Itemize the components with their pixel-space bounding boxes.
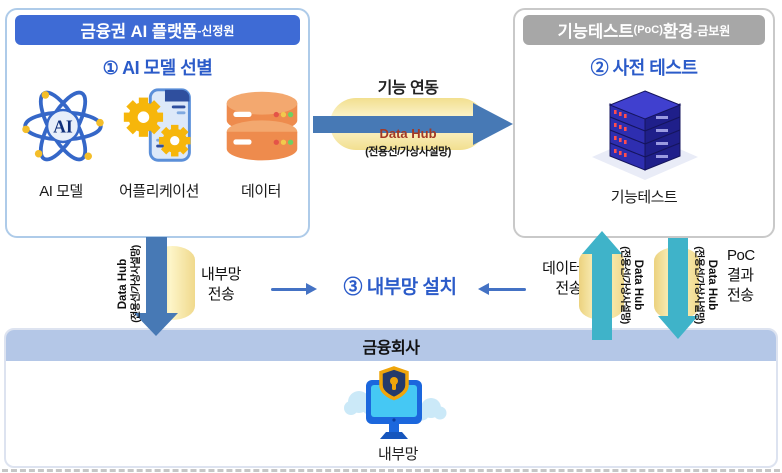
- server-label: 기능테스트: [610, 189, 678, 206]
- internal-network-label: 내부망: [378, 446, 418, 463]
- poc-header-org: -금보원: [693, 23, 731, 38]
- internal-network-icon: [339, 364, 449, 444]
- financial-company-box: 금융회사 내부망: [4, 328, 778, 468]
- data-transfer-label: 데이터 전송: [542, 260, 582, 297]
- page-bottom-dashed-divider: [2, 469, 780, 472]
- financial-company-label: 금융회사: [362, 339, 420, 357]
- arrow-to-step3-left-head: [306, 283, 317, 295]
- server-stack-icon: [589, 76, 701, 184]
- arrow-to-step3-right: [488, 288, 526, 291]
- ai-platform-header-title: 금융권 AI 플랫폼: [80, 23, 198, 41]
- arrow-to-step3-right-head: [478, 283, 489, 295]
- application-label: 어플리케이션: [119, 183, 199, 200]
- step3-title: ③ 내부망 설치: [343, 277, 457, 298]
- database-icon: [219, 86, 305, 168]
- poc-environment-header: 기능테스트(PoC)환경-금보원: [523, 15, 765, 45]
- arrow-company-to-poc: [592, 252, 612, 340]
- arrow-platform-to-poc: [313, 116, 475, 133]
- arrow-poc-to-company: [668, 238, 688, 318]
- data-hub-name: Data Hub: [379, 126, 437, 141]
- data-hub-label-left: Data Hub (전용선/가상사설망): [117, 228, 149, 340]
- data-hub-subtitle: (전용선/가상사설망): [693, 246, 705, 324]
- ai-platform-header-org: -신정원: [197, 23, 235, 38]
- poc-header-env: 환경: [662, 23, 694, 41]
- application-icon: [119, 82, 207, 170]
- data-hub-label-down: Data Hub (전용선/가상사설망): [686, 229, 718, 341]
- internal-transfer-label: 내부망 전송: [201, 266, 241, 303]
- arrow-company-to-poc-head: [582, 231, 622, 254]
- database-label: 데이터: [241, 183, 281, 200]
- data-hub-subtitle: (전용선/가상사설망): [130, 245, 142, 323]
- arrow-platform-to-poc-head: [473, 103, 513, 145]
- poc-header-poc: (PoC): [633, 24, 663, 36]
- ai-platform-header: 금융권 AI 플랫폼-신정원: [15, 15, 300, 45]
- arrow-platform-to-company: [146, 237, 167, 314]
- poc-result-transfer-label: PoC 결과 전송: [727, 247, 755, 304]
- data-hub-subtitle: (전용선/가상사설망): [619, 246, 631, 324]
- step2-title: ② 사전 테스트: [590, 58, 698, 78]
- ai-icon-text: AI: [53, 116, 73, 136]
- data-hub-name: Data Hub: [706, 259, 718, 311]
- arrow-to-step3-left: [271, 288, 309, 291]
- function-link-label: 기능 연동: [377, 80, 439, 97]
- arrow-poc-to-company-head: [658, 316, 698, 339]
- data-hub-name: Data Hub: [632, 259, 644, 311]
- poc-header-title: 기능테스트: [557, 23, 634, 41]
- ai-model-icon: AI: [21, 84, 105, 168]
- arrow-platform-to-company-head: [134, 313, 178, 336]
- step1-title: ① AI 모델 선별: [102, 58, 213, 78]
- ai-platform-panel: 금융권 AI 플랫폼-신정원 ① AI 모델 선별 AI: [5, 8, 310, 238]
- ai-model-label: AI 모델: [39, 183, 83, 200]
- data-hub-subtitle: (전용선/가상사설망): [365, 146, 451, 158]
- data-hub-label-up: Data Hub (전용선/가상사설망): [612, 229, 644, 341]
- poc-environment-panel: 기능테스트(PoC)환경-금보원 ② 사전 테스트: [513, 8, 775, 238]
- data-hub-name: Data Hub: [117, 258, 129, 310]
